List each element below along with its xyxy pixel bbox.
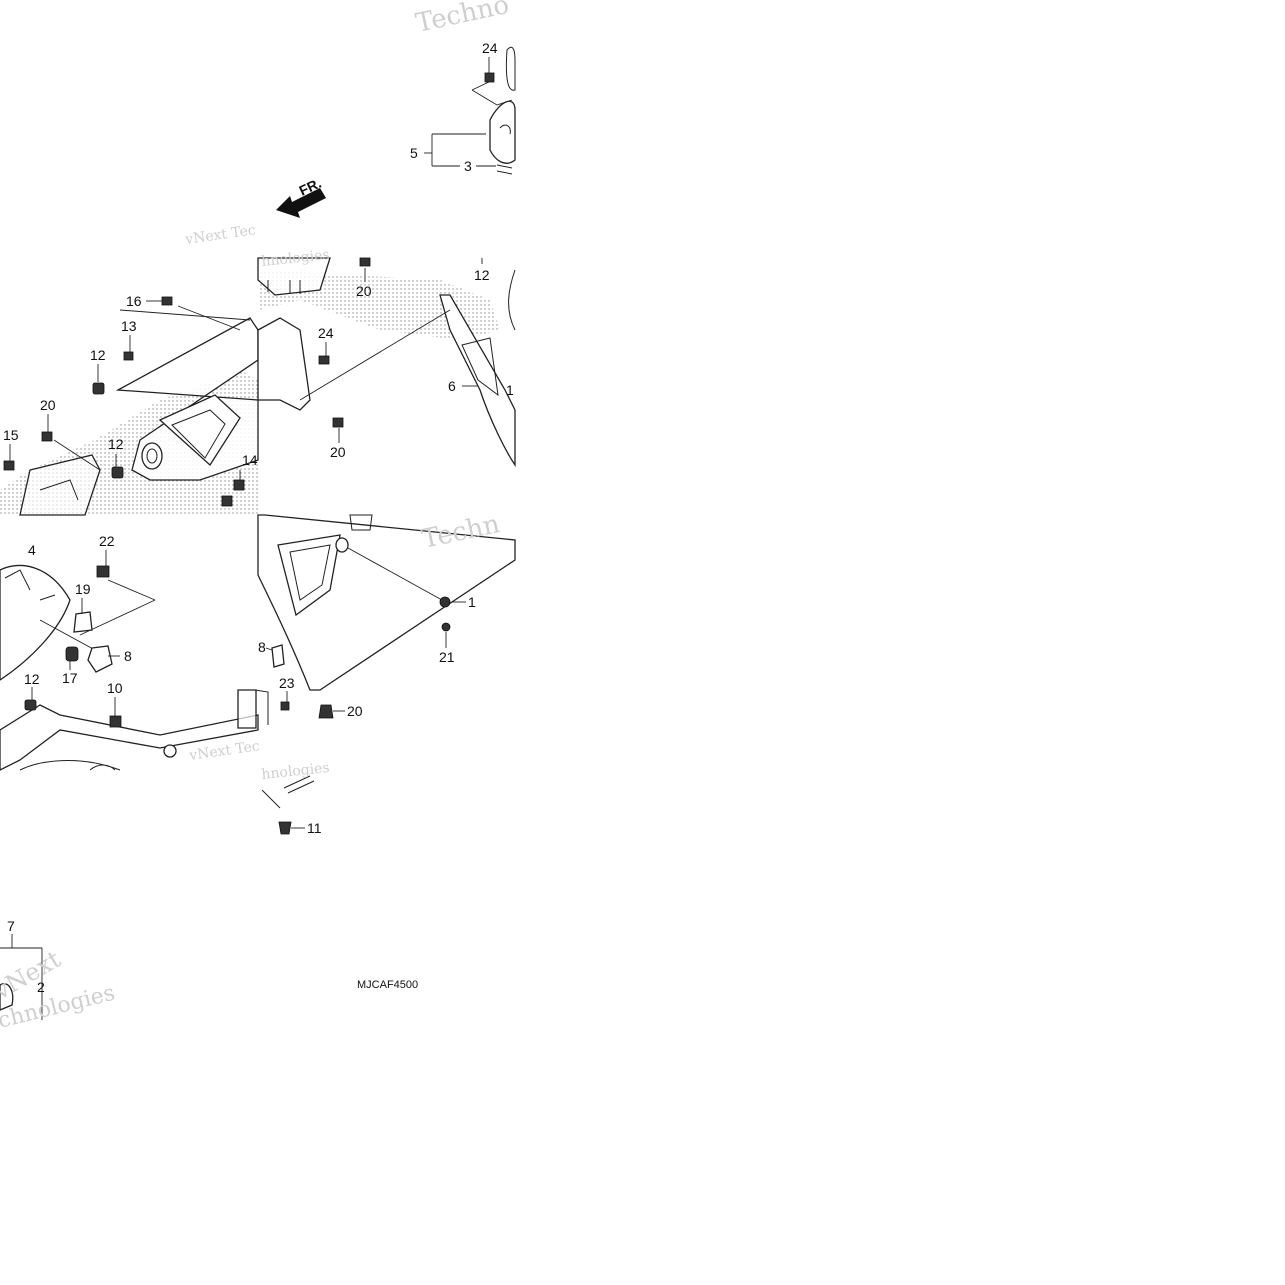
- callout-label: 21: [439, 649, 455, 665]
- callout-label: 15: [3, 427, 19, 443]
- callout-label: 5: [410, 145, 418, 161]
- callout-label: 19: [75, 581, 91, 597]
- nut-1-icon: [439, 596, 451, 608]
- callout-label: 11: [307, 820, 322, 836]
- screw-14b-icon: [221, 495, 233, 507]
- callout-label: 3: [464, 158, 472, 174]
- callout-labels: 24 5 3 20 12 16 13 12 24 6 1 20 15 20 12…: [3, 40, 514, 995]
- collar-17-icon: [65, 646, 79, 662]
- callout-label: 7: [7, 918, 15, 934]
- callout-label: 6: [448, 378, 456, 394]
- bolt-20-low-icon: [332, 417, 344, 428]
- watermark-text: vNext Tec: [183, 222, 256, 248]
- watermark-text: hnologies: [261, 760, 331, 783]
- callout-label: 24: [482, 40, 498, 56]
- callout-label: 2: [37, 979, 45, 995]
- callout-label: 20: [330, 444, 346, 460]
- hardware-lower-left: [24, 565, 177, 758]
- rivet-11-icon: [278, 821, 292, 835]
- callout-label: 24: [318, 325, 334, 341]
- tile-under-cowl: [237, 514, 516, 809]
- grommet-12b-icon: [111, 466, 124, 479]
- bolt-15-icon: [3, 460, 15, 471]
- watermark-text: Techno: [413, 0, 512, 39]
- callout-label: 20: [40, 397, 56, 413]
- bolt-20-icon: [41, 431, 53, 442]
- callout-label: 17: [62, 670, 78, 686]
- watermarks: Techno vNext Tec hnologies Techn vNext T…: [0, 0, 512, 1034]
- hardware-lower-right: [271, 596, 451, 835]
- callout-label: 12: [24, 671, 40, 687]
- callout-label: 16: [126, 293, 142, 309]
- callout-label: 1: [468, 594, 476, 610]
- callout-label: 1: [506, 382, 514, 398]
- clip-19-icon: [73, 611, 93, 633]
- callout-label: 22: [99, 533, 115, 549]
- callout-label: 20: [356, 283, 372, 299]
- diagram-code: MJCAF4500: [357, 979, 418, 991]
- tile-bottom-left: [0, 934, 43, 1020]
- screw-21-icon: [441, 622, 451, 632]
- watermark-text: vNext Tec: [187, 738, 260, 764]
- bolt-20-top-icon: [359, 257, 371, 267]
- callout-label: 12: [108, 436, 124, 452]
- callout-label: 8: [258, 639, 266, 655]
- bolt-10-icon: [109, 715, 122, 728]
- bolt-22-icon: [96, 565, 110, 578]
- front-direction-arrow: FR.: [276, 175, 326, 218]
- grommet-12-icon: [92, 382, 105, 395]
- callout-label: 20: [347, 703, 363, 719]
- callout-label: 14: [242, 452, 258, 468]
- callout-leaders: [9, 57, 496, 829]
- screw-14-icon: [233, 479, 245, 491]
- nut-8-icon: [87, 645, 113, 673]
- screw-24-icon: [318, 355, 330, 365]
- hardware-middle-right: [318, 72, 495, 428]
- callout-label: 10: [107, 680, 123, 696]
- tile-side-cowl-left: [0, 305, 259, 516]
- screw-24-top-icon: [484, 72, 495, 83]
- tile-lower-fairing: [0, 564, 259, 771]
- screw-23-icon: [280, 701, 290, 711]
- callout-label: 23: [279, 675, 295, 691]
- rivet-20-icon: [318, 704, 334, 719]
- clip-8-icon: [271, 644, 285, 668]
- tile-upper-cowl: [471, 46, 516, 175]
- callout-label: 12: [474, 267, 490, 283]
- screw-13-icon: [123, 351, 134, 361]
- watermark-text: hnologies: [261, 247, 331, 270]
- callout-label: 8: [124, 648, 132, 664]
- bolt-16-icon: [161, 296, 173, 306]
- hardware-middle-left: [3, 296, 245, 507]
- collar-lower-icon: [163, 744, 177, 758]
- tile-inner-panel: [257, 257, 516, 468]
- callout-label: 12: [90, 347, 106, 363]
- grommet-12c-icon: [24, 699, 37, 711]
- callout-label: 4: [28, 542, 36, 558]
- callout-label: 13: [121, 318, 137, 334]
